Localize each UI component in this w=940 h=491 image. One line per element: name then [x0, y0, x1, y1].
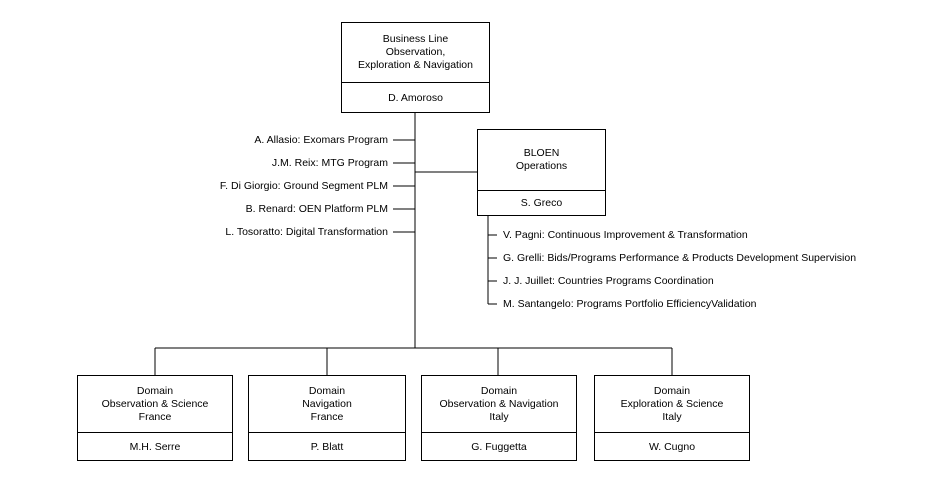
- domain-title: Domain Navigation France: [249, 376, 405, 433]
- domain-head: W. Cugno: [648, 440, 696, 453]
- operations-head: S. Greco: [520, 197, 563, 209]
- staff-label: J.M. Reix: MTG Program: [271, 157, 388, 169]
- ops-staff-label: V. Pagni: Continuous Improvement & Trans…: [503, 229, 748, 241]
- staff-label: B. Renard: OEN Platform PLM: [245, 203, 388, 215]
- domain-box: Domain Observation & Navigation Italy G.…: [421, 375, 577, 461]
- domain-title: Domain Observation & Science France: [78, 376, 232, 433]
- staff-label: A. Allasio: Exomars Program: [254, 134, 388, 146]
- staff-label: L. Tosoratto: Digital Transformation: [225, 226, 388, 238]
- ops-staff-label: J. J. Juillet: Countries Programs Coordi…: [503, 275, 714, 287]
- domain-title: Domain Observation & Navigation Italy: [422, 376, 576, 433]
- domain-box: Domain Navigation France P. Blatt: [248, 375, 406, 461]
- domain-head: G. Fuggetta: [471, 440, 527, 453]
- domain-box: Domain Observation & Science France M.H.…: [77, 375, 233, 461]
- ops-staff-label: M. Santangelo: Programs Portfolio Effici…: [503, 298, 757, 310]
- ops-staff-label: G. Grelli: Bids/Programs Performance & P…: [503, 252, 857, 264]
- domain-title: Domain Exploration & Science Italy: [595, 376, 749, 433]
- domain-box: Domain Exploration & Science Italy W. Cu…: [594, 375, 750, 461]
- business-line-head: D. Amoroso: [388, 91, 443, 104]
- operations-title: BLOEN Operations: [478, 130, 605, 191]
- staff-label: F. Di Giorgio: Ground Segment PLM: [219, 180, 388, 192]
- business-line-title: Business Line Observation, Exploration &…: [342, 23, 489, 83]
- business-line-box: Business Line Observation, Exploration &…: [341, 22, 490, 113]
- domain-head: M.H. Serre: [129, 440, 181, 453]
- domain-head: P. Blatt: [310, 440, 344, 453]
- operations-box: BLOEN Operations S. Greco: [477, 129, 606, 216]
